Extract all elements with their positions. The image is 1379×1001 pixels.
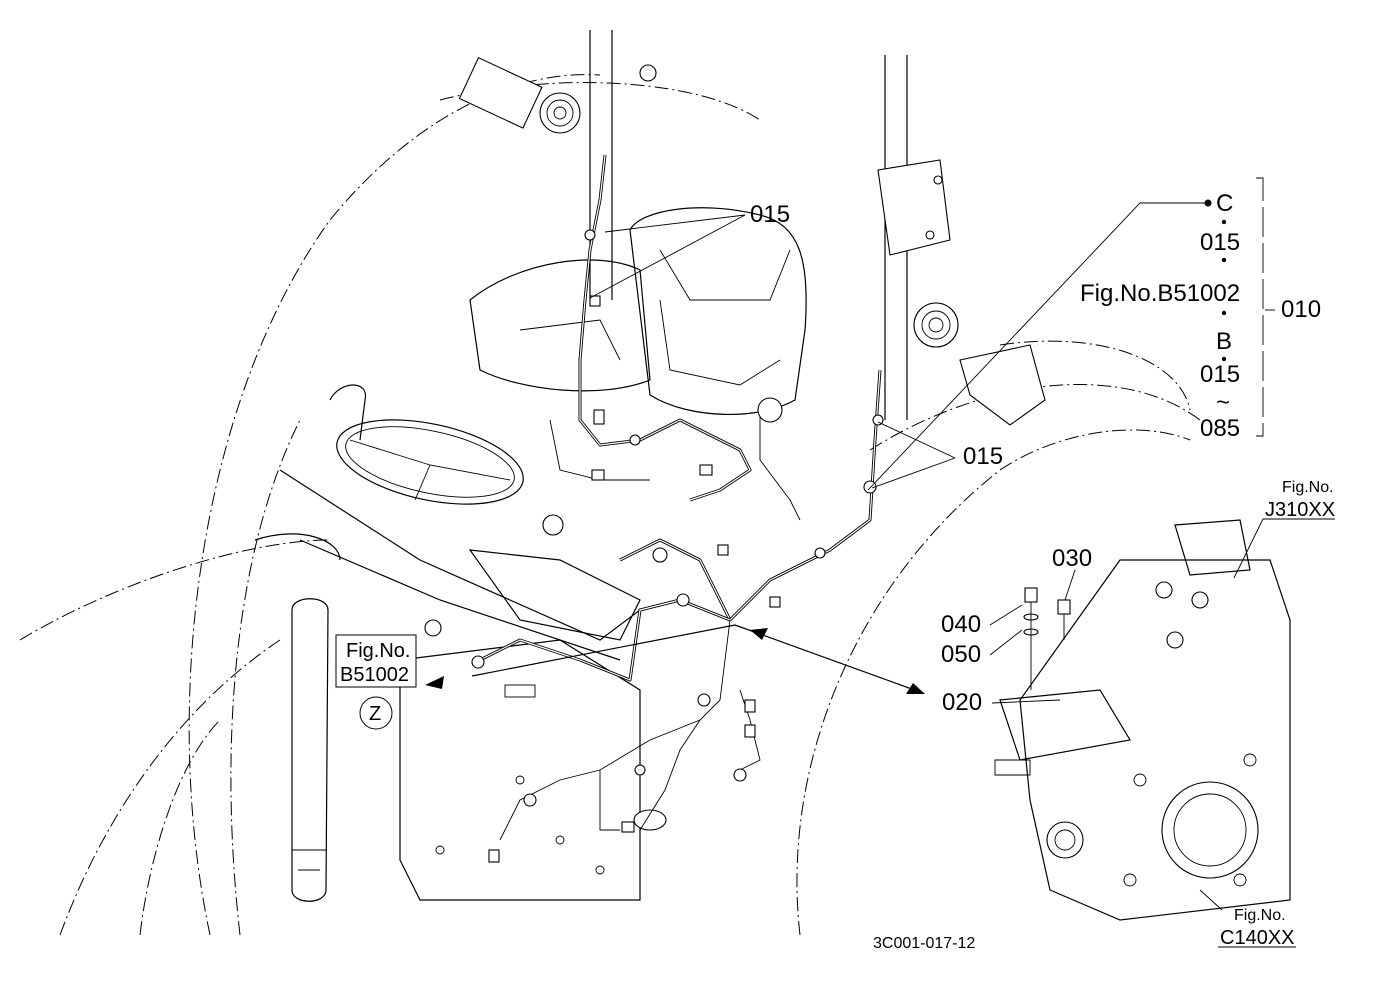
fig-ref-right-bottom-leader xyxy=(1199,889,1223,911)
arrows xyxy=(425,624,925,694)
bracket-item-015-a: 015 xyxy=(1200,229,1240,256)
transmission-housing xyxy=(994,519,1291,921)
bracket-item-tilde: ~ xyxy=(1216,389,1230,416)
connectors xyxy=(424,229,884,863)
fig-ref-left-line1: Fig.No. xyxy=(346,640,410,662)
rops-left xyxy=(458,30,657,300)
callout-015-top: 015 xyxy=(750,201,790,228)
leader-lines xyxy=(589,199,1275,704)
view-marker-circle xyxy=(359,696,393,730)
wiring-harness xyxy=(479,154,882,841)
platform xyxy=(399,639,667,901)
fig-ref-right-bottom-line2: C140XX xyxy=(1220,927,1295,949)
view-marker-label: Z xyxy=(369,703,381,725)
exhaust-stack xyxy=(254,533,341,902)
callout-030: 030 xyxy=(1052,545,1092,572)
bracket-item-b: B xyxy=(1216,328,1232,355)
rops-right xyxy=(877,55,1046,426)
drawing-code: 3C001-017-12 xyxy=(873,935,975,952)
bracket-010 xyxy=(1256,177,1264,437)
seat xyxy=(469,207,807,416)
fig-ref-right-top-leader xyxy=(1233,518,1264,579)
fig-ref-right-top-line1: Fig.No. xyxy=(1282,479,1334,496)
fig-ref-right-top-line2: J310XX xyxy=(1265,499,1335,521)
callout-040: 040 xyxy=(941,611,981,638)
bracket-item-c: C xyxy=(1216,190,1233,217)
fig-ref-left-box xyxy=(335,634,417,688)
bracket-item-fig-b51002: Fig.No.B51002 xyxy=(1080,280,1240,307)
callout-050: 050 xyxy=(941,641,981,668)
callout-010: 010 xyxy=(1281,296,1321,323)
fig-ref-left-line2: B51002 xyxy=(340,664,409,686)
bracket-item-085: 085 xyxy=(1200,415,1240,442)
callout-020: 020 xyxy=(942,689,982,716)
bolt-parts xyxy=(1023,587,1071,690)
callout-015-right: 015 xyxy=(963,443,1003,470)
bracket-item-015-b: 015 xyxy=(1200,361,1240,388)
fig-ref-right-bottom-line1: Fig.No. xyxy=(1234,907,1286,924)
fender-outlines xyxy=(19,74,1201,936)
